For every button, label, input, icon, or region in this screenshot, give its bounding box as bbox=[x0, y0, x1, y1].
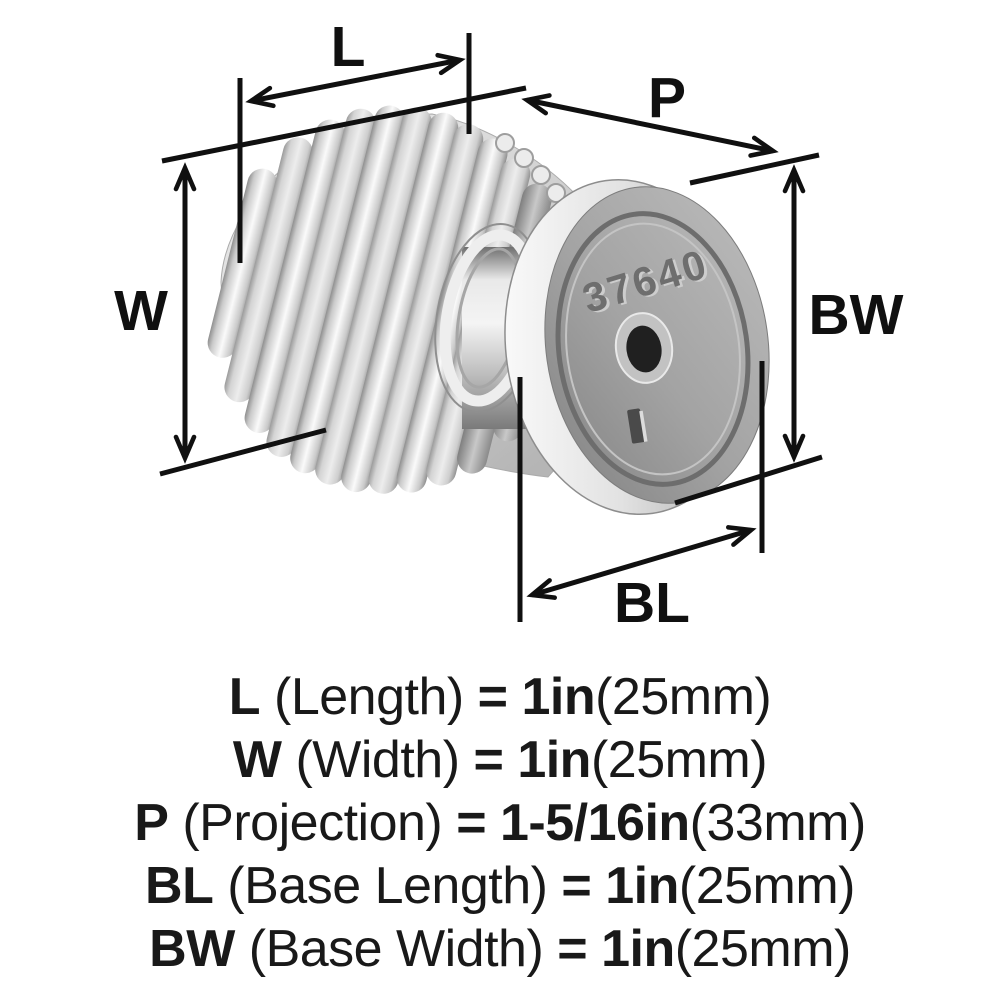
spec-code: BW bbox=[149, 920, 235, 978]
spec-equals: = bbox=[473, 731, 504, 789]
spec-equals: = bbox=[477, 668, 508, 726]
spec-name: (Base Length) bbox=[227, 857, 548, 915]
knurl-flute bbox=[341, 112, 459, 493]
spec-metric: (25mm) bbox=[590, 731, 768, 789]
base-groove bbox=[555, 211, 751, 487]
spec-value: 1in bbox=[521, 668, 596, 726]
spec-equals: = bbox=[557, 920, 588, 978]
spec-metric: (25mm) bbox=[595, 668, 772, 726]
knurl-scallop bbox=[495, 133, 515, 153]
spec-value: 1-5/16in bbox=[500, 794, 690, 852]
knurl-flute bbox=[207, 168, 278, 358]
dim-label-width: W bbox=[114, 279, 168, 343]
spec-metric: (33mm) bbox=[689, 794, 867, 852]
dim-arrow-bl bbox=[526, 525, 757, 600]
spec-name: (Width) bbox=[295, 731, 460, 789]
base-groove-highlight bbox=[565, 222, 741, 476]
extension-line-bw-bottom bbox=[674, 454, 823, 506]
spec-value: 1in bbox=[517, 731, 591, 789]
knurl-flute bbox=[266, 108, 376, 457]
spec-metric: (25mm) bbox=[674, 920, 852, 978]
spec-code: BL bbox=[145, 857, 214, 915]
spec-line-projection: P (Projection) = 1-5/16in(33mm) bbox=[0, 792, 1000, 855]
spec-code: P bbox=[134, 794, 169, 852]
spec-name: (Length) bbox=[274, 668, 464, 726]
dim-label-projection: P bbox=[648, 66, 686, 130]
spec-metric: (25mm) bbox=[678, 857, 856, 915]
knurl-scallop bbox=[546, 183, 566, 203]
spec-line-base-length: BL (Base Length) = 1in(25mm) bbox=[0, 855, 1000, 918]
extension-line-w-bottom bbox=[159, 427, 327, 477]
spec-equals: = bbox=[561, 857, 592, 915]
dim-label-base-width: BW bbox=[809, 283, 904, 347]
spec-list: L (Length) = 1in(25mm) W (Width) = 1in(2… bbox=[0, 666, 1000, 981]
knurl-flute bbox=[290, 105, 405, 474]
spec-line-width: W (Width) = 1in(25mm) bbox=[0, 729, 1000, 792]
dim-arrow-p bbox=[521, 93, 779, 158]
spec-equals: = bbox=[456, 794, 487, 852]
spec-line-base-width: BW (Base Width) = 1in(25mm) bbox=[0, 918, 1000, 981]
extension-line-bw-top bbox=[689, 152, 820, 186]
mounting-hole bbox=[626, 325, 662, 373]
spec-code: W bbox=[232, 731, 282, 789]
dim-label-base-length: BL bbox=[614, 571, 690, 635]
knurl-flute bbox=[244, 119, 346, 433]
knurl-flute bbox=[224, 137, 313, 403]
knurl-flute bbox=[368, 124, 484, 494]
spec-name: (Projection) bbox=[182, 794, 443, 852]
dimension-labels: L W P BW BL bbox=[114, 15, 904, 635]
dim-arrow-l bbox=[245, 52, 466, 109]
slot bbox=[627, 408, 648, 444]
knurl-flute bbox=[315, 107, 432, 485]
knurl-scallop bbox=[514, 148, 534, 168]
knurl-scallop bbox=[531, 165, 551, 185]
spec-line-length: L (Length) = 1in(25mm) bbox=[0, 666, 1000, 729]
dimension-lines bbox=[159, 33, 823, 622]
spec-value: 1in bbox=[601, 920, 675, 978]
knob-illustration: 37640 37640 bbox=[207, 105, 770, 515]
spec-name: (Base Width) bbox=[248, 920, 544, 978]
spec-value: 1in bbox=[605, 857, 679, 915]
dim-label-length: L bbox=[331, 15, 366, 79]
spec-code: L bbox=[228, 668, 261, 726]
